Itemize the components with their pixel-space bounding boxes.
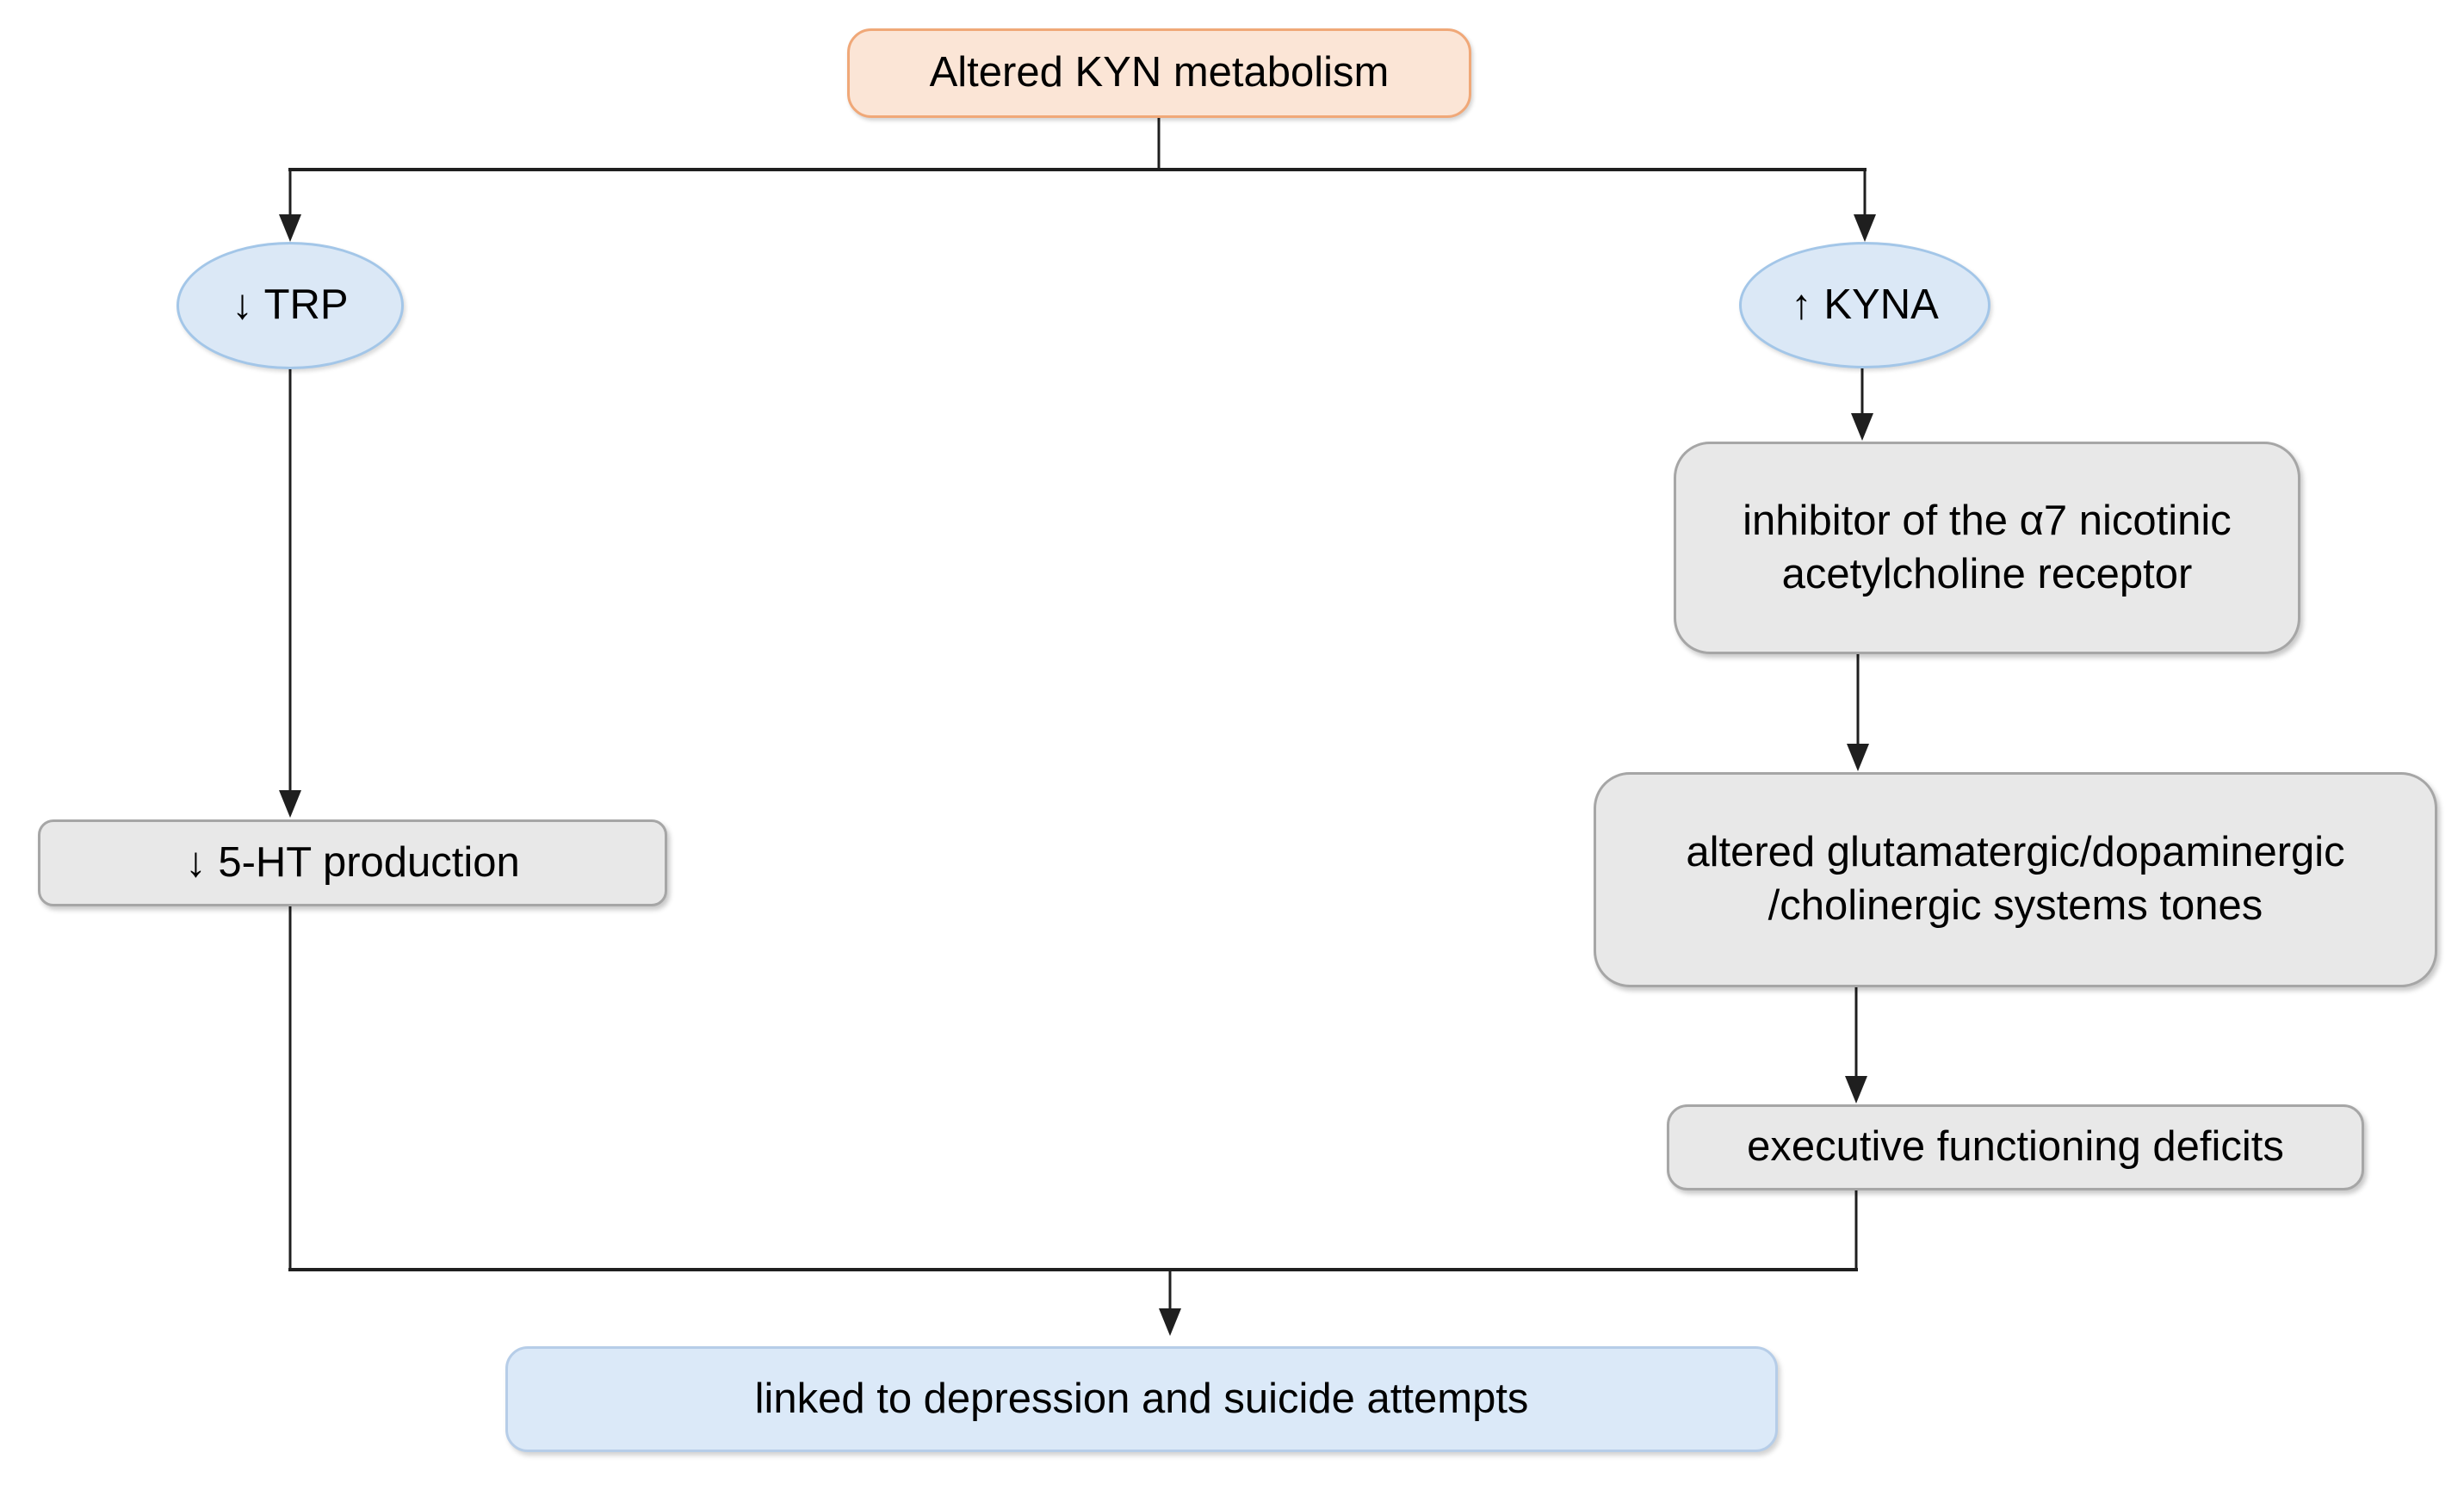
- arrowhead-outcome: [1159, 1308, 1181, 1336]
- arrowhead-trp: [279, 214, 301, 242]
- node-a7-nicotinic-inhibitor: inhibitor of the α7 nicotinic acetylchol…: [1674, 442, 2300, 654]
- node-depression-suicide-outcome: linked to depression and suicide attempt…: [505, 1346, 1778, 1452]
- node-5ht-production-decrease: ↓ 5-HT production: [38, 819, 667, 906]
- node-altered-systems-tones: altered glutamatergic/dopaminergic /chol…: [1594, 772, 2437, 987]
- node-altered-kyn-metabolism: Altered KYN metabolism: [847, 28, 1471, 118]
- arrowhead-systems: [1847, 744, 1869, 771]
- node-kyna-increase: ↑ KYNA: [1739, 242, 1990, 368]
- arrowhead-serotonin: [279, 790, 301, 818]
- node-trp-decrease: ↓ TRP: [176, 242, 404, 369]
- node-executive-deficits: executive functioning deficits: [1667, 1104, 2364, 1190]
- arrowhead-kyna: [1854, 214, 1876, 242]
- arrowhead-executive: [1845, 1076, 1867, 1104]
- arrowhead-inhibitor: [1851, 413, 1873, 441]
